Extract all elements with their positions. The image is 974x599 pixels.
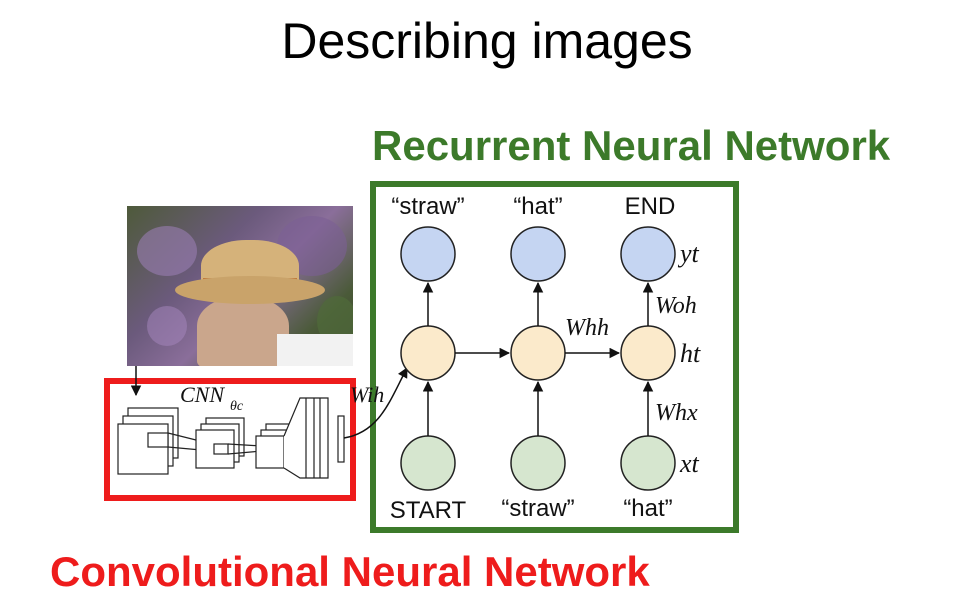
- hidden-node-1: [400, 325, 456, 381]
- cnn-box: [104, 378, 356, 501]
- cnn-to-rnn-arrow: [343, 367, 408, 439]
- cnn-layers-graphic: [117, 397, 345, 479]
- output-node-3: [620, 226, 676, 282]
- hidden-node-3: [620, 325, 676, 381]
- wih-label: Wih: [350, 382, 384, 407]
- input-node-2: [510, 435, 566, 491]
- input-node-3: [620, 435, 676, 491]
- output-word-2: “hat”: [513, 193, 562, 220]
- output-node-1: [400, 226, 456, 282]
- input-photo-man-in-straw-hat: [127, 206, 353, 366]
- y-t-label: yt: [677, 239, 700, 268]
- cnn-heading: Convolutional Neural Network: [50, 548, 650, 595]
- input-node-1: [400, 435, 456, 491]
- output-word-3: END: [625, 193, 676, 220]
- rnn-box: [370, 181, 739, 533]
- cnn-label: CNN: [180, 382, 225, 407]
- input-word-2: “straw”: [501, 495, 574, 522]
- woh-label: Woh: [655, 293, 697, 319]
- output-node-2: [510, 226, 566, 282]
- whx-label: Whx: [655, 400, 698, 426]
- cnn-subscript: θc: [230, 399, 244, 414]
- input-word-3: “hat”: [623, 495, 672, 522]
- page-title: Describing images: [281, 13, 693, 69]
- input-word-1: START: [390, 497, 467, 524]
- x-t-label: xt: [679, 449, 700, 478]
- h-t-label: ht: [680, 339, 701, 368]
- rnn-heading: Recurrent Neural Network: [372, 122, 891, 169]
- output-word-1: “straw”: [391, 193, 464, 220]
- hidden-node-2: [510, 325, 566, 381]
- whh-label: Whh: [565, 315, 609, 341]
